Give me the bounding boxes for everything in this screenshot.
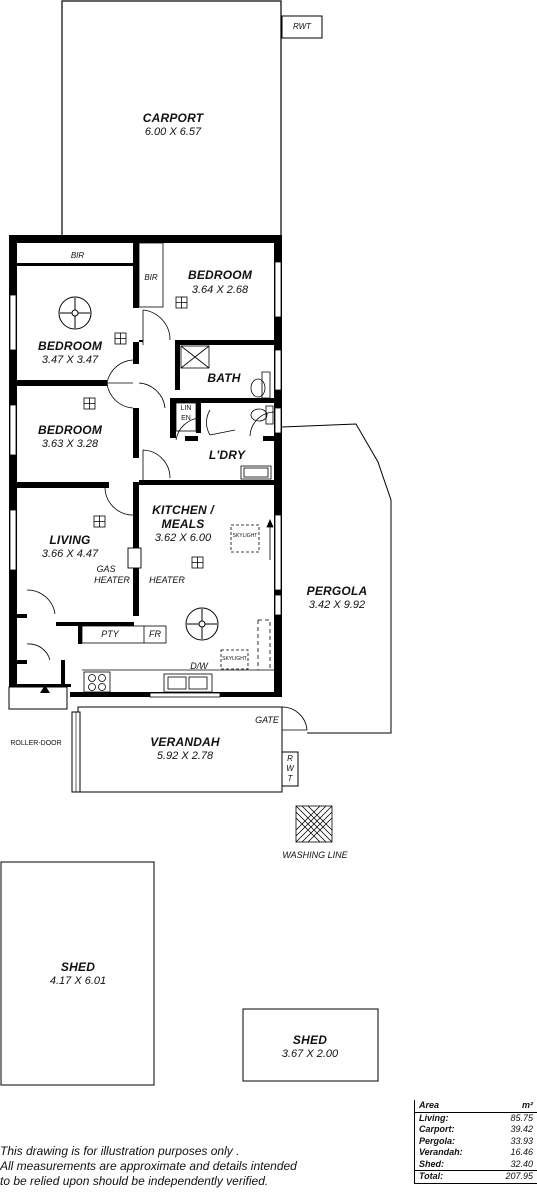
area-table-header: Area m² xyxy=(415,1100,537,1113)
skylight-icon xyxy=(220,649,249,670)
light-fitting-icon xyxy=(83,296,204,569)
area-header-label: Area xyxy=(419,1100,440,1110)
rwt-side-t: T xyxy=(287,774,293,783)
rwt-label-top: RWT xyxy=(292,22,312,31)
area-row-label: Verandah: xyxy=(419,1147,463,1157)
pantry-label: PTY xyxy=(101,629,119,639)
disclaimer-line-1: This drawing is for illustration purpose… xyxy=(0,1144,240,1158)
ceiling-fan-icon xyxy=(185,607,219,641)
kitchen-bench xyxy=(81,619,274,693)
washing-line-label: WASHING LINE xyxy=(282,850,348,860)
laundry-tub-icon xyxy=(240,465,272,480)
area-row-value: 39.42 xyxy=(510,1124,533,1134)
ceiling-fan-icon xyxy=(58,296,92,330)
rwt-side-w: W xyxy=(286,764,294,773)
area-total-value: 207.95 xyxy=(505,1171,533,1181)
area-row-label: Shed: xyxy=(419,1158,445,1169)
rwt-side-r: R xyxy=(287,754,293,763)
door-swings xyxy=(26,309,308,731)
area-row: Shed: 32.40 xyxy=(415,1159,537,1171)
room-name-bedroom-3: BEDROOM xyxy=(37,423,103,437)
room-name-living: LIVING xyxy=(49,533,91,547)
disclaimer-line-2: All measurements are approximate and det… xyxy=(0,1159,297,1173)
room-dims-shed-2: 3.67 X 2.00 xyxy=(281,1048,339,1060)
area-row-value: 32.40 xyxy=(510,1158,533,1169)
gas-heater xyxy=(127,547,142,569)
shed-small-outline xyxy=(242,1008,379,1082)
area-header-unit: m² xyxy=(522,1100,533,1110)
room-name-bedroom-1: BEDROOM xyxy=(187,268,253,282)
fridge-label: FR xyxy=(149,629,161,639)
roller-door-label: ROLLER-DOOR xyxy=(10,740,62,747)
area-row-value: 85.75 xyxy=(510,1112,533,1123)
room-dims-verandah: 5.92 X 2.78 xyxy=(156,750,214,762)
disclaimer: This drawing is for illustration purpose… xyxy=(0,1144,340,1189)
area-table: Area m² Living: 85.75 Carport: 39.42 Per… xyxy=(414,1100,537,1184)
room-dims-bedroom-2: 3.47 X 3.47 xyxy=(41,354,99,366)
skylight-icon xyxy=(230,524,260,553)
room-name-bath: BATH xyxy=(207,371,241,385)
skylight-label-2: SKYLIGHT xyxy=(222,656,247,662)
room-dims-shed-1: 4.17 X 6.01 xyxy=(49,975,107,987)
room-name-carport: CARPORT xyxy=(142,111,204,125)
rwt-tank-side xyxy=(281,751,299,787)
room-name-verandah: VERANDAH xyxy=(150,735,220,749)
shower-icon xyxy=(180,345,210,369)
entry-arrow-icon xyxy=(40,685,50,693)
room-dims-living: 3.66 X 4.47 xyxy=(41,548,99,560)
toilet-icon xyxy=(250,405,274,425)
sliding-door-arrow-icon xyxy=(266,518,274,560)
windows xyxy=(9,261,282,698)
room-dims-carport: 6.00 X 6.57 xyxy=(144,126,202,138)
room-name-kitchen-2: MEALS xyxy=(161,517,205,531)
area-row: Verandah: 16.46 xyxy=(415,1147,537,1159)
area-total-label: Total: xyxy=(419,1171,444,1181)
area-row: Carport: 39.42 xyxy=(415,1124,537,1136)
room-name-bedroom-2: BEDROOM xyxy=(37,339,103,353)
room-dims-kitchen: 3.62 X 6.00 xyxy=(154,532,212,544)
room-name-kitchen-1: KITCHEN / xyxy=(152,503,214,517)
linen-label-2: EN xyxy=(181,415,191,422)
heater-label: HEATER xyxy=(149,575,185,585)
room-dims-bedroom-3: 3.63 X 3.28 xyxy=(41,438,99,450)
pergola-outline xyxy=(281,423,392,734)
room-name-shed-1: SHED xyxy=(60,960,96,974)
room-dims-bedroom-1: 3.64 X 2.68 xyxy=(191,284,249,296)
room-dims-pergola: 3.42 X 9.92 xyxy=(308,599,366,611)
shed-large-outline xyxy=(0,861,155,1086)
area-row-label: Carport: xyxy=(419,1124,455,1134)
room-name-laundry: L'DRY xyxy=(208,448,246,462)
gate-label: GATE xyxy=(255,715,279,725)
area-row: Pergola: 33.93 xyxy=(415,1136,537,1148)
area-row-value: 33.93 xyxy=(510,1135,533,1146)
bir-label-side: BIR xyxy=(144,273,158,282)
linen-cupboard xyxy=(175,402,197,432)
area-row-value: 16.46 xyxy=(510,1147,533,1157)
entry-landing xyxy=(8,686,68,710)
room-name-shed-2: SHED xyxy=(292,1033,328,1047)
gas-heater-label-2: HEATER xyxy=(94,575,130,585)
area-row-label: Pergola: xyxy=(419,1135,456,1146)
disclaimer-line-3: to be relied upon should be independentl… xyxy=(0,1174,269,1188)
skylight-label-1: SKYLIGHT xyxy=(232,533,258,539)
area-row-label: Living: xyxy=(419,1112,449,1123)
area-total-row: Total: 207.95 xyxy=(415,1170,537,1183)
area-row: Living: 85.75 xyxy=(415,1113,537,1125)
bir-side-panel xyxy=(138,242,164,308)
bir-label-top: BIR xyxy=(70,251,85,260)
room-name-pergola: PERGOLA xyxy=(306,584,368,598)
bath-basin-icon xyxy=(250,371,271,399)
dishwasher-label: D/W xyxy=(190,661,208,671)
gas-heater-label-1: GAS xyxy=(96,564,116,574)
washing-line-icon xyxy=(295,805,333,843)
rwt-tank-top xyxy=(281,15,323,39)
linen-label-1: LIN xyxy=(180,405,192,412)
